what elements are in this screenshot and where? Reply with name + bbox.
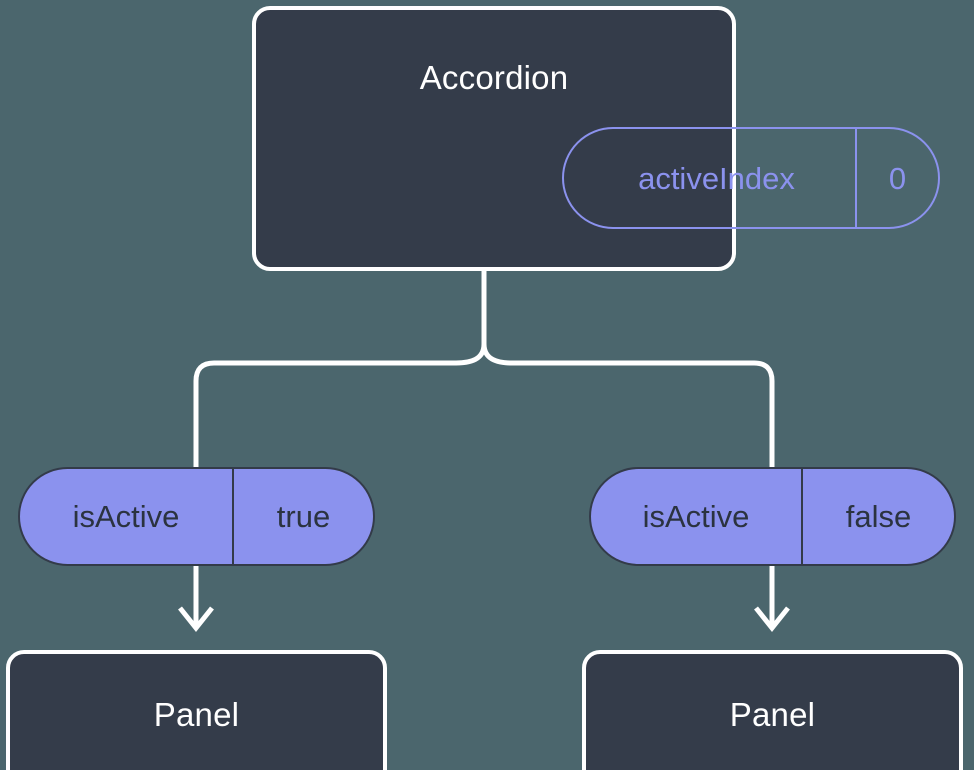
accordion-title: Accordion [419,59,569,96]
prop-pill-right-is-active[interactable]: isActive false [589,467,956,566]
connector-flare-left [214,343,487,366]
connector-flare-right [481,343,754,366]
prop-key-right-is-active: isActive [642,499,750,534]
accordion-component-card[interactable]: Accordion activeIndex 0 [252,6,940,271]
panel-title-left: Panel [153,696,240,733]
connector-left-elbow [193,360,215,470]
connector-right-elbow [753,360,775,470]
prop-value-left-is-active: true [232,469,373,564]
prop-value-right-is-active: false [801,469,954,564]
right-arrowhead-icon [754,606,790,633]
prop-pill-left-is-active[interactable]: isActive true [18,467,375,566]
panel-component-card-left[interactable]: Panel [6,650,387,770]
prop-key-left-is-active: isActive [72,499,180,534]
prop-key-active-index: activeIndex [638,160,795,196]
panel-component-card-right[interactable]: Panel [582,650,963,770]
panel-title-right: Panel [729,696,816,733]
prop-value-active-index: 0 [855,129,938,227]
left-arrowhead-icon [178,606,214,633]
prop-pill-active-index[interactable]: activeIndex 0 [562,127,940,229]
